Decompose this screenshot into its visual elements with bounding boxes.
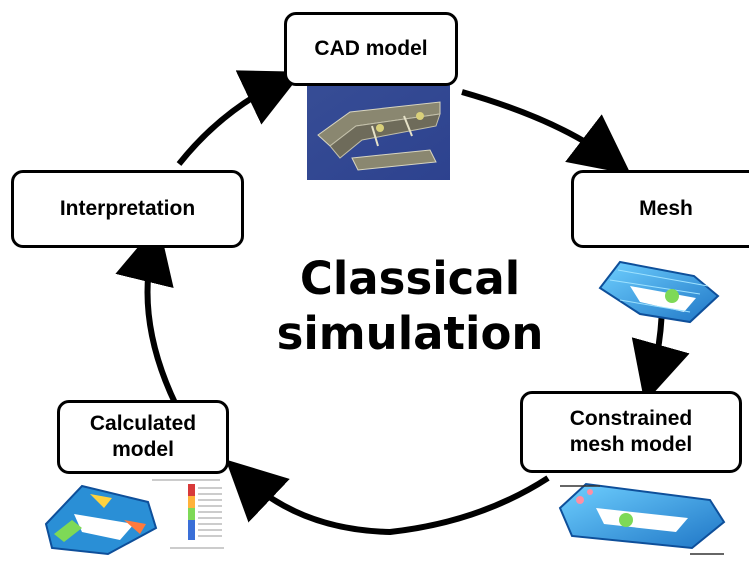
- calculated-model-label-line2: model: [112, 438, 174, 461]
- center-title: Classical simulation: [248, 252, 572, 362]
- interpretation-label: Interpretation: [59, 196, 196, 220]
- calculated-model-box: Calculated model: [57, 400, 229, 474]
- mesh-label: Mesh: [639, 196, 693, 220]
- calculated-model-label-line1: Calculated: [89, 411, 197, 435]
- cad-model-box: CAD model: [284, 12, 458, 86]
- center-title-line1: Classical: [299, 252, 521, 305]
- mesh-image: [598, 260, 720, 324]
- cad-model-image: [307, 85, 450, 180]
- calculated-model-image: [40, 476, 228, 558]
- constrained-mesh-model-box: Constrained mesh model: [520, 391, 742, 473]
- arrow-cad-to-mesh: [461, 89, 632, 175]
- arrow-interpretation-to-cad: [176, 70, 303, 166]
- cad-model-label: CAD model: [314, 36, 428, 60]
- mesh-box: Mesh: [571, 170, 749, 248]
- constrained-mesh-model-label-line1: Constrained: [569, 406, 693, 430]
- arrow-constrained-to-calculated: [225, 459, 550, 536]
- constrained-mesh-image: [554, 478, 734, 558]
- constrained-mesh-model-label-line2: mesh model: [569, 433, 693, 456]
- interpretation-box: Interpretation: [11, 170, 244, 248]
- center-title-line2: simulation: [276, 306, 544, 360]
- arrow-calculated-to-interpretation: [115, 222, 179, 407]
